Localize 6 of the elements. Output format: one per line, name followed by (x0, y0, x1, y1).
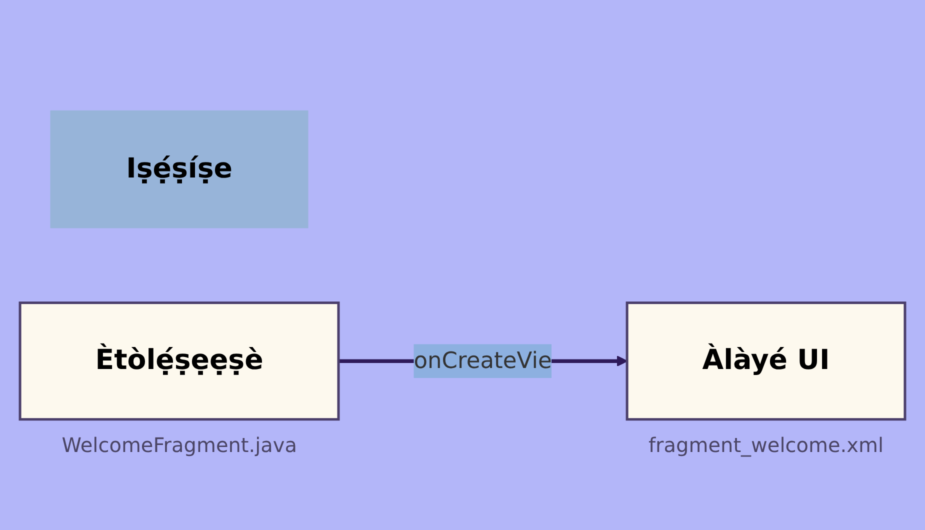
file-name-caption: WelcomeFragment.java (62, 433, 298, 458)
node-box (50, 110, 308, 228)
file-name-caption: fragment_welcome.xml (648, 433, 884, 458)
node-box (626, 301, 906, 420)
node-box (18, 301, 340, 420)
diagram: onCreateVie Iṣẹ́ṣíṣe Ètòlẹ́ṣẹẹṣè Àlàyé UI (10, 100, 915, 430)
